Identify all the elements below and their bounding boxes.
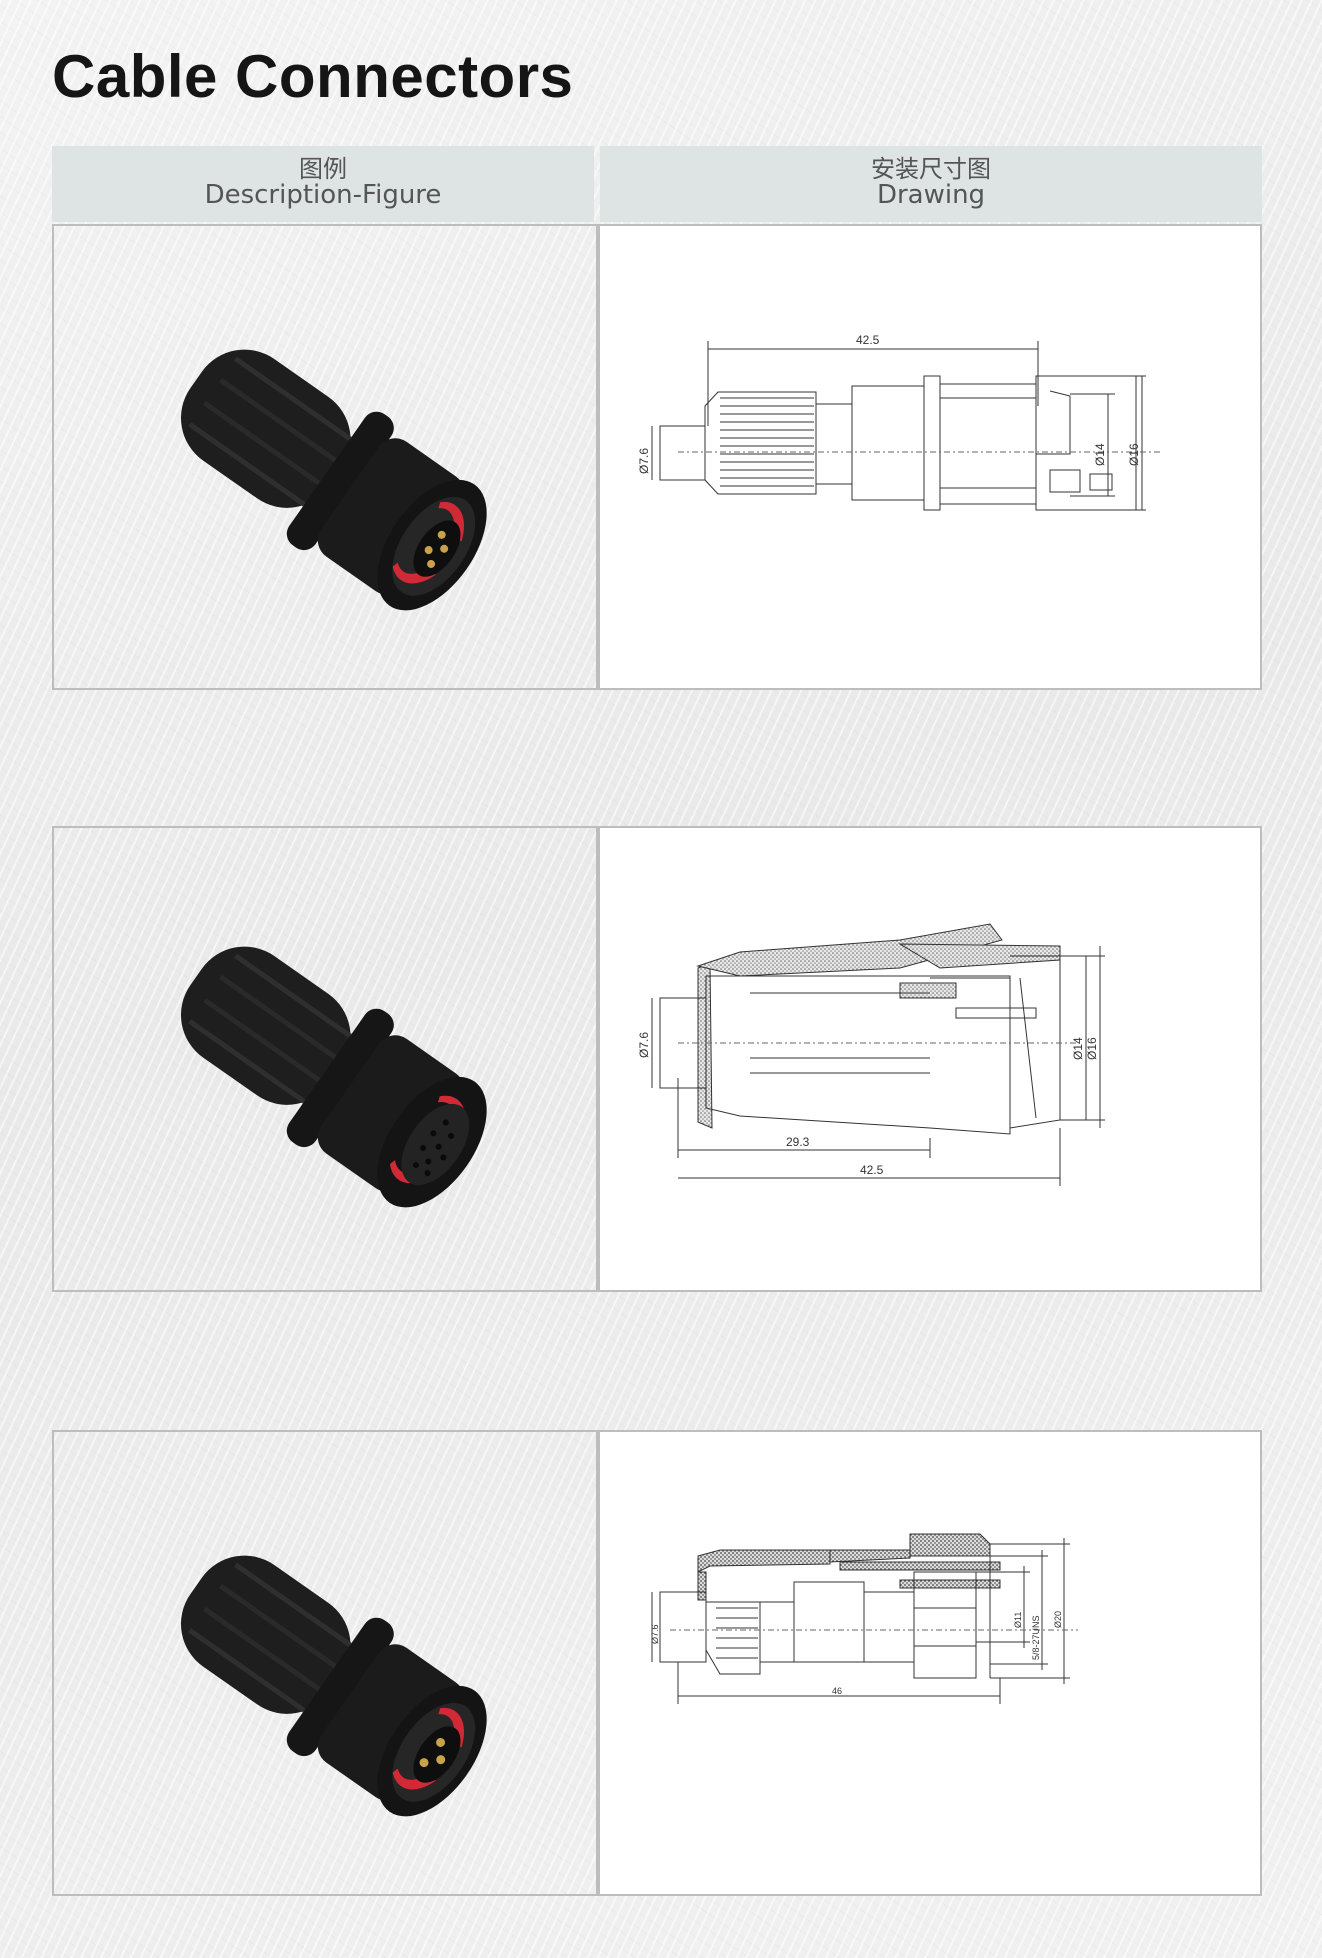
figure-column-header: 图例 Description-Figure (52, 146, 594, 222)
dimension-length: 46 (832, 1686, 842, 1696)
product-row-2: Ø7.6 Ø14 Ø16 29.3 42.5 (52, 826, 1262, 1292)
drawing-header-zh: 安装尺寸图 (871, 155, 991, 183)
dimension-inner-diameter: Ø14 (1093, 443, 1107, 466)
male-pin-connector-icon (180, 349, 487, 611)
dimension-outer-diameter: Ø16 (1085, 1037, 1099, 1060)
dimension-inner-diameter: Ø11 (1013, 1612, 1023, 1628)
dimension-length: 42.5 (860, 1163, 884, 1177)
figure-header-en: Description-Figure (204, 180, 442, 210)
product-row-3: Ø7.6 Ø11 5/8-27UNS Ø20 46 (52, 1430, 1262, 1896)
dimension-cable-diameter: Ø7.6 (650, 1624, 660, 1644)
dimension-inner-diameter: Ø14 (1071, 1037, 1085, 1060)
female-socket-connector-icon (180, 946, 487, 1208)
dimension-length: 42.5 (856, 333, 880, 347)
dimension-outer-diameter: Ø20 (1053, 1611, 1063, 1628)
product-figure-cell (52, 1430, 598, 1896)
page-title: Cable Connectors (52, 43, 574, 110)
dimension-drawing-icon: Ø7.6 Ø14 Ø16 29.3 42.5 (637, 923, 1105, 1186)
dimension-thread: 5/8-27UNS (1031, 1615, 1041, 1660)
product-figure-cell (52, 826, 598, 1292)
dimension-outer-diameter: Ø16 (1127, 443, 1141, 466)
drawing-header-en: Drawing (876, 180, 986, 210)
dimension-cable-diameter: Ø7.6 (637, 448, 651, 474)
product-row-1: 42.5 Ø7.6 Ø14 Ø16 (52, 224, 1262, 690)
dimension-drawing-icon: Ø7.6 Ø11 5/8-27UNS Ø20 46 (650, 1533, 1078, 1704)
male-pin-connector-icon (180, 1555, 487, 1817)
technical-drawing-cell: Ø7.6 Ø14 Ø16 29.3 42.5 (598, 826, 1262, 1292)
technical-drawing-cell: 42.5 Ø7.6 Ø14 Ø16 (598, 224, 1262, 690)
technical-drawing-cell: Ø7.6 Ø11 5/8-27UNS Ø20 46 (598, 1430, 1262, 1896)
figure-header-zh: 图例 (299, 155, 347, 183)
table-header: 图例 Description-Figure 安装尺寸图 Drawing (52, 146, 1262, 222)
dimension-drawing-icon: 42.5 Ø7.6 Ø14 Ø16 (637, 333, 1160, 511)
drawing-column-header: 安装尺寸图 Drawing (600, 146, 1262, 222)
product-figure-cell (52, 224, 598, 690)
dimension-cable-diameter: Ø7.6 (637, 1032, 651, 1058)
dimension-partial-length: 29.3 (786, 1135, 810, 1149)
